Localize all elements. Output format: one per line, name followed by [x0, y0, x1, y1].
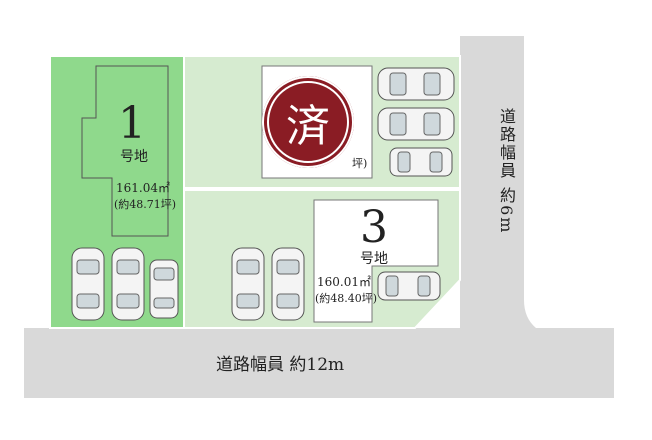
right-road-label: 道路幅員 約6m — [497, 108, 516, 235]
car-sedan — [271, 247, 305, 321]
lot-3-suffix: 号地 — [360, 251, 388, 267]
sold-stamp-ring — [267, 81, 349, 163]
lot-3-building — [313, 199, 439, 323]
car-sedan — [377, 67, 455, 101]
lot-2-tsubo: 坪) — [352, 157, 368, 170]
car-compact — [389, 147, 453, 177]
car-sedan — [71, 247, 105, 321]
car-compact — [377, 271, 441, 301]
lot-3-area: 160.01㎡ — [317, 275, 371, 289]
right-road — [420, 36, 614, 398]
lot-1-building — [81, 65, 169, 237]
sold-stamp: 済 — [262, 76, 354, 168]
bottom-road-label: 道路幅員 約12m — [216, 355, 345, 375]
lot-1-number: 1 — [118, 98, 146, 149]
car-sedan — [231, 247, 265, 321]
lot-3-number: 3 — [360, 202, 388, 253]
car-compact — [149, 259, 179, 319]
lot-1-suffix: 号地 — [120, 149, 148, 165]
lot-1-tsubo: (約48.71坪) — [114, 198, 177, 211]
lot-3-tsubo: (約48.40坪) — [315, 292, 378, 305]
lot-1-area: 161.04㎡ — [116, 181, 170, 195]
car-sedan — [111, 247, 145, 321]
car-sedan — [377, 107, 455, 141]
sold-stamp-text: 済 — [286, 101, 330, 152]
